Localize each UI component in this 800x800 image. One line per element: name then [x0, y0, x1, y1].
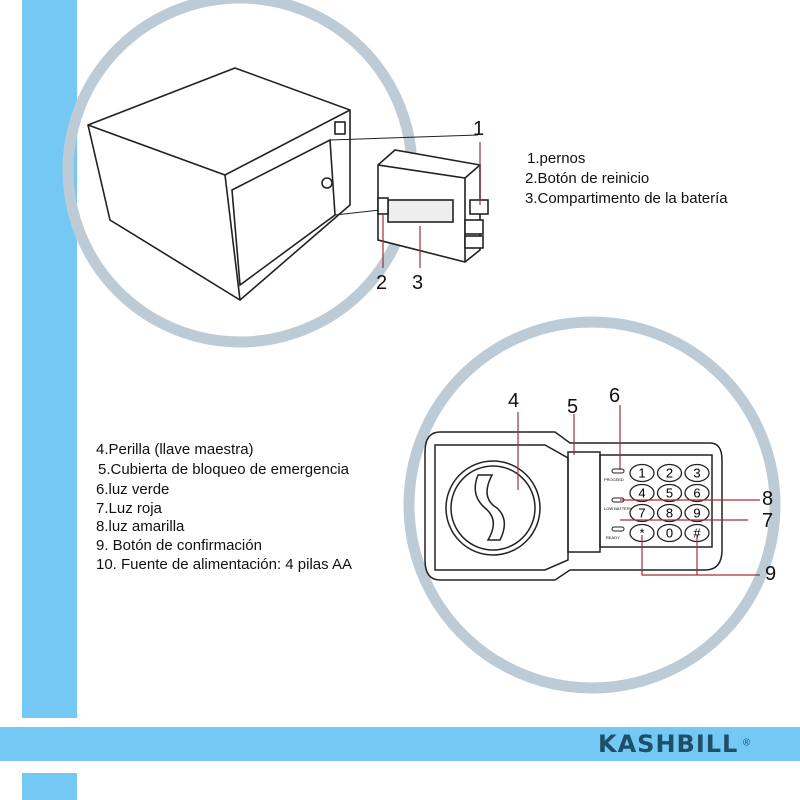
brand-name: KASHBILL: [598, 730, 739, 758]
keypad-key-6[interactable]: 6: [684, 483, 710, 503]
callout-8: 8: [762, 488, 774, 510]
keypad-key-3[interactable]: 3: [684, 463, 710, 483]
indicator-ready: READY: [606, 535, 620, 540]
keypad-key-label: *: [639, 526, 644, 541]
keypad-key-label: 5: [666, 486, 673, 501]
keypad-key-1[interactable]: 1: [629, 463, 655, 483]
registered-mark: ®: [742, 737, 751, 749]
callout-5: 5: [567, 396, 579, 418]
indicator-low-battery: LOW BATTERY: [604, 506, 633, 511]
legend-item-5: 5.Cubierta de bloqueo de emergencia: [98, 461, 350, 478]
callout-3: 3: [412, 272, 424, 294]
keypad-key-label: 1: [638, 466, 645, 481]
bottom-brand-band: [0, 727, 800, 761]
callout-9: 9: [765, 563, 777, 585]
callout-7: 7: [762, 510, 774, 532]
keypad-key-8[interactable]: 8: [656, 503, 683, 523]
left-accent-bar: [22, 0, 77, 718]
keypad-key-label: 4: [638, 486, 645, 501]
keypad-key-label: 6: [693, 486, 700, 501]
legend-item-6: 6.luz verde: [96, 481, 170, 498]
lock-module-drawing: [377, 149, 489, 263]
brand-logo: KASHBILL ®: [598, 728, 750, 760]
legend-item-9: 9. Botón de confirmación: [96, 537, 262, 554]
keypad-key-label: 0: [666, 526, 673, 541]
callout-4: 4: [508, 390, 520, 412]
keypad-key-label: 8: [666, 506, 673, 521]
legend-item-2: 2.Botón de reinicio: [525, 170, 650, 187]
keypad-key-0[interactable]: 0: [656, 523, 683, 543]
legend-item-1: 1.pernos: [527, 150, 586, 167]
safe-box-drawing: [87, 67, 479, 301]
keypad-key-label: 9: [693, 506, 700, 521]
keypad-key-label: 3: [693, 466, 700, 481]
keypad-key-4[interactable]: 4: [629, 483, 655, 503]
legend-item-4: 4.Perilla (llave maestra): [96, 441, 254, 458]
keypad-key-label: 2: [666, 466, 673, 481]
keypad-key-label: #: [693, 526, 701, 541]
bottom-callout-lines: [517, 405, 760, 576]
keypad-key-label: 7: [638, 506, 645, 521]
callout-1: 1: [473, 118, 485, 140]
callout-6: 6: [609, 385, 621, 407]
keypad-key-7[interactable]: 7: [629, 503, 655, 523]
legend-item-10: 10. Fuente de alimentación: 4 pilas AA: [96, 556, 352, 573]
legend-item-8: 8.luz amarilla: [96, 518, 185, 535]
keypad-key-9[interactable]: 9: [684, 503, 710, 523]
indicator-proceed: PROCEED: [604, 477, 624, 482]
keypad-key-5[interactable]: 5: [656, 483, 683, 503]
callout-2: 2: [376, 272, 388, 294]
indicator-lights: [611, 468, 625, 532]
legend-item-7: 7.Luz roja: [96, 500, 162, 517]
bottom-circle-frame: [403, 316, 781, 694]
corner-accent-block: [22, 773, 77, 800]
top-callout-lines: [382, 142, 481, 268]
legend-item-3: 3.Compartimento de la batería: [525, 190, 728, 207]
keypad-key-2[interactable]: 2: [656, 463, 683, 483]
